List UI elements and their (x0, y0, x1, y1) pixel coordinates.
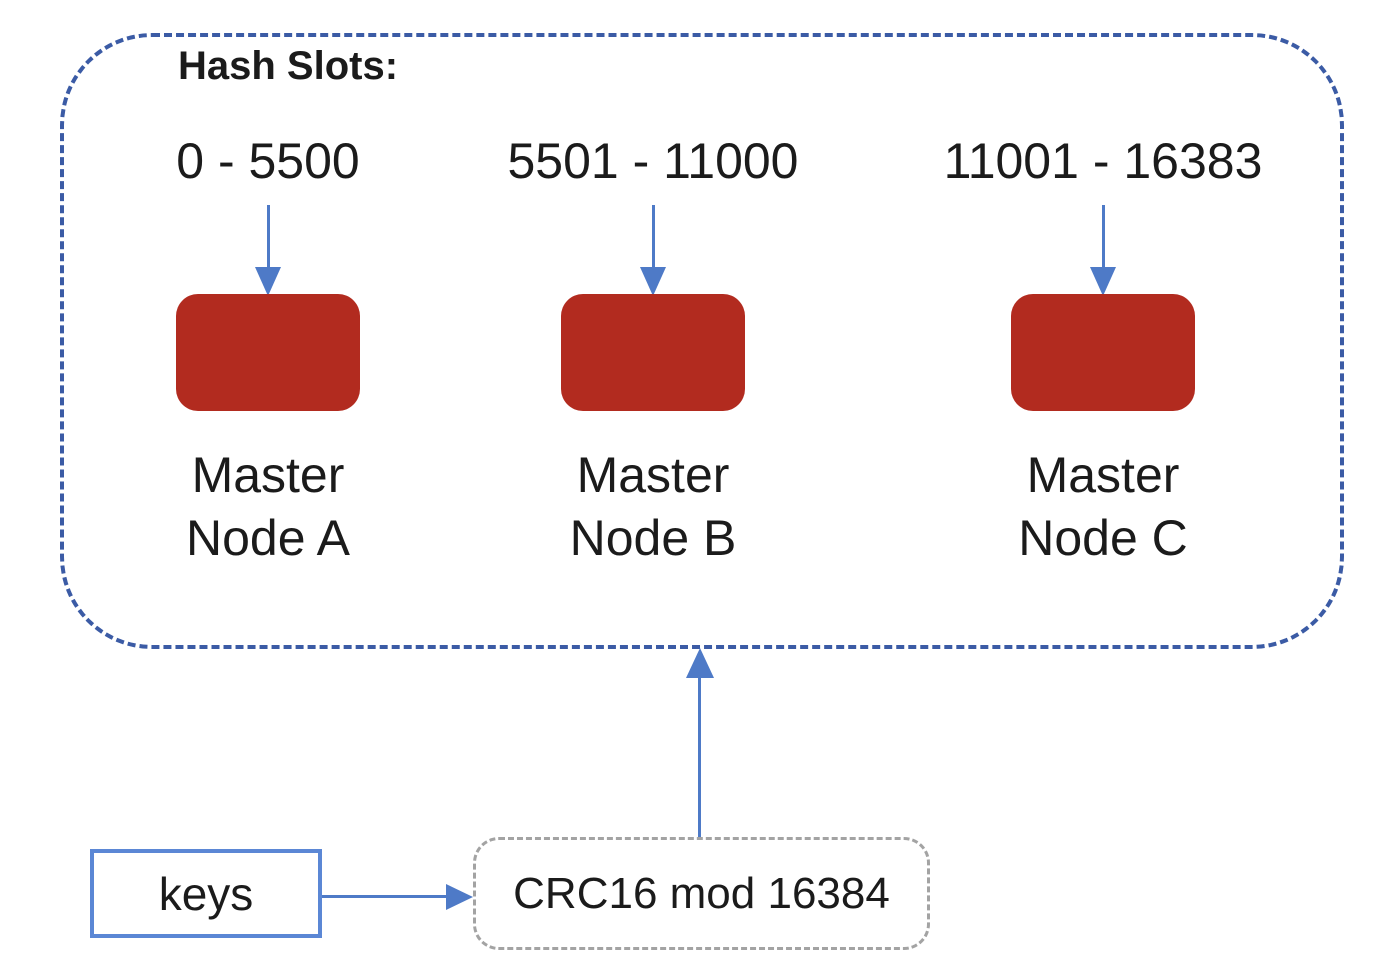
master-node-label-b: Master Node B (570, 444, 737, 570)
master-node-label-line1: Master (191, 447, 345, 503)
slot-column-a: 0 - 5500 Master Node A (103, 133, 433, 570)
slot-column-c: 11001 - 16383 Master Node C (938, 133, 1268, 570)
master-node-label-line2: Node C (1018, 510, 1188, 566)
master-node-label-line1: Master (576, 447, 730, 503)
right-arrow-head (446, 884, 473, 910)
slot-column-b: 5501 - 11000 Master Node B (488, 133, 818, 570)
right-arrow-shaft (322, 895, 448, 898)
master-node-box-a (176, 294, 360, 411)
master-node-label-line2: Node A (185, 510, 350, 566)
hash-slots-title: Hash Slots: (178, 44, 399, 88)
down-arrow-head (640, 267, 666, 296)
slot-range-label-b: 5501 - 11000 (507, 133, 799, 189)
down-arrow-head (255, 267, 281, 296)
down-arrow-shaft (651, 205, 655, 267)
slot-range-label-a: 0 - 5500 (176, 133, 360, 189)
master-node-label-a: Master Node A (186, 444, 350, 570)
master-node-box-b (561, 294, 745, 411)
master-node-label-line2: Node B (569, 510, 737, 566)
keys-box-label: keys (158, 867, 254, 920)
down-arrow-shaft (266, 205, 270, 267)
down-arrow-shaft (1101, 205, 1105, 267)
down-arrow-c (1090, 205, 1116, 296)
keys-box: keys (90, 849, 322, 938)
master-node-label-line1: Master (1026, 447, 1180, 503)
slot-range-label-c: 11001 - 16383 (943, 133, 1263, 189)
down-arrow-b (640, 205, 666, 296)
crc16-box: CRC16 mod 16384 (473, 837, 930, 950)
hash-slots-container (60, 33, 1344, 649)
down-arrow-head (1090, 267, 1116, 296)
master-node-label-c: Master Node C (1018, 444, 1188, 570)
down-arrow-a (255, 205, 281, 296)
up-arrow-head (686, 648, 714, 678)
crc16-box-label: CRC16 mod 16384 (513, 868, 890, 918)
up-arrow-shaft (698, 676, 701, 838)
master-node-box-c (1011, 294, 1195, 411)
